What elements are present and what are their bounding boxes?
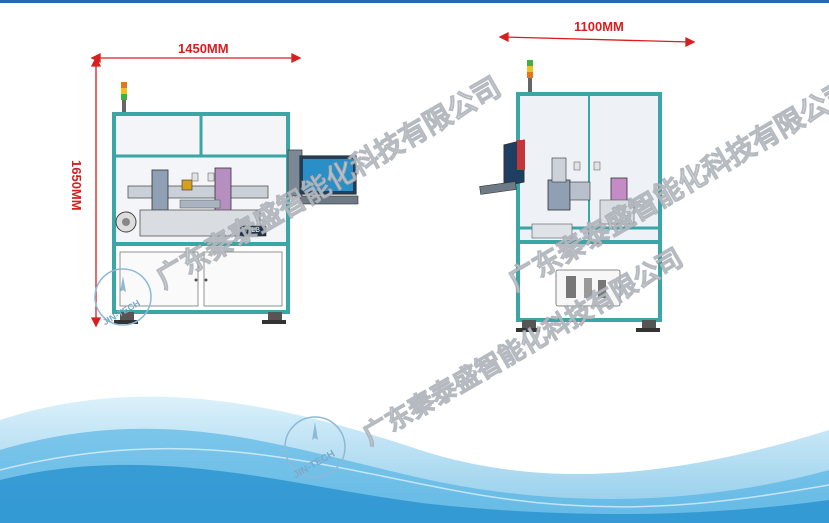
- svg-text:JIN-TECH: JIN-TECH: [101, 298, 142, 327]
- dimension-label-width-left: 1450MM: [178, 41, 229, 56]
- dimension-label-height-left: 1650MM: [69, 160, 84, 211]
- company-logo-2: JIN-TECH: [284, 416, 346, 481]
- company-logo-1: JIN-TECH: [94, 268, 152, 327]
- svg-text:JIN-TECH: JIN-TECH: [292, 448, 337, 481]
- top-rule: [0, 0, 829, 3]
- dimension-label-width-right: 1100MM: [574, 19, 624, 34]
- dimension-arrow-vertical-left: [90, 56, 102, 328]
- dimension-arrow-horizontal-right: [498, 31, 696, 48]
- machine-screen-label: MTLB: [241, 226, 261, 234]
